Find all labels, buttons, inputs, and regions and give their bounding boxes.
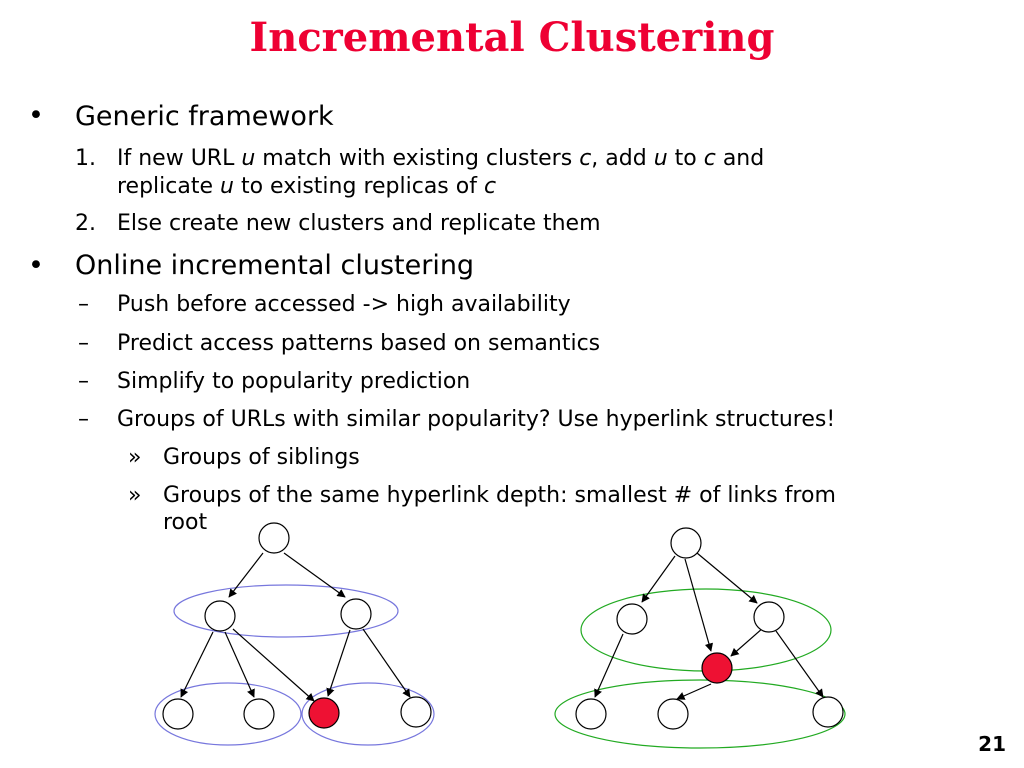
dash-marker: – [78, 407, 89, 432]
slide-title: Incremental Clustering [249, 14, 775, 61]
hyperlink-arrow [232, 628, 315, 702]
bullet-generic-framework: Generic framework [75, 101, 334, 132]
hyperlink-arrow [641, 555, 676, 603]
tree-node [243, 698, 275, 730]
depth-cluster-ellipse [554, 679, 846, 749]
sibling-cluster-ellipse [301, 682, 435, 746]
dash-marker: – [78, 331, 89, 356]
numbered-marker-1: 1. [75, 146, 96, 171]
sub-sub-item-depth-line-1: Groups of the same hyperlink depth: smal… [163, 483, 836, 508]
tree-node-root [670, 527, 702, 559]
hyperlink-arrow [283, 552, 346, 598]
sub-item-push: Push before accessed -> high availabilit… [117, 292, 571, 317]
chevron-marker: » [128, 445, 142, 470]
chevron-marker: » [128, 483, 142, 508]
sibling-cluster-ellipse [173, 584, 399, 638]
hyperlink-arrow [224, 631, 255, 698]
tree-node-highlighted [701, 652, 733, 684]
bullet-online-incremental-clustering: Online incremental clustering [75, 250, 475, 281]
page-number: 21 [978, 732, 1006, 756]
sub-item-groups: Groups of URLs with similar popularity? … [117, 407, 836, 432]
tree-node [400, 696, 432, 728]
hyperlink-arrow [326, 629, 351, 697]
bullet-marker: • [28, 250, 44, 281]
hyperlink-arrow [775, 630, 824, 698]
variable-name: c [483, 174, 497, 199]
dash-marker: – [78, 369, 89, 394]
depth-grouping-diagram [554, 527, 846, 749]
sub-item-simplify: Simplify to popularity prediction [117, 369, 471, 394]
variable-name: u [241, 146, 256, 171]
hyperlink-arrow [228, 552, 264, 598]
sub-sub-item-siblings: Groups of siblings [163, 445, 360, 470]
hyperlink-arrow [180, 631, 214, 698]
variable-name: c [703, 146, 716, 171]
hyperlink-arrow [362, 628, 411, 698]
sibling-grouping-diagram [154, 522, 435, 746]
numbered-marker-2: 2. [75, 211, 96, 236]
hyperlink-arrow [594, 633, 624, 698]
tree-node-root [258, 522, 290, 554]
hyperlink-arrow [696, 552, 758, 604]
hyperlink-arrow [730, 627, 764, 657]
variable-name: u [220, 174, 234, 199]
sub-item-predict: Predict access patterns based on semanti… [117, 331, 601, 356]
variable-name: u [653, 146, 668, 171]
tree-node [204, 600, 236, 632]
bullet-marker: • [28, 100, 44, 131]
tree-node [812, 696, 844, 728]
tree-node [575, 698, 607, 730]
variable-name: c [579, 146, 592, 171]
numbered-item-1-line-1: If new URL u match with existing cluster… [117, 146, 765, 171]
tree-node [162, 698, 194, 730]
sibling-cluster-ellipse [154, 682, 302, 746]
numbered-item-1-line-2: replicate u to existing replicas of c [117, 174, 497, 199]
tree-node-highlighted [308, 697, 340, 729]
tree-node [753, 601, 785, 633]
hyperlink-arrow [684, 558, 713, 652]
tree-node [616, 603, 648, 635]
tree-node [340, 598, 372, 630]
hyperlink-arrow [676, 683, 712, 700]
dash-marker: – [78, 292, 89, 317]
numbered-item-2: Else create new clusters and replicate t… [117, 211, 601, 236]
tree-node [657, 698, 689, 730]
sub-sub-item-depth-line-2: root [163, 510, 208, 535]
